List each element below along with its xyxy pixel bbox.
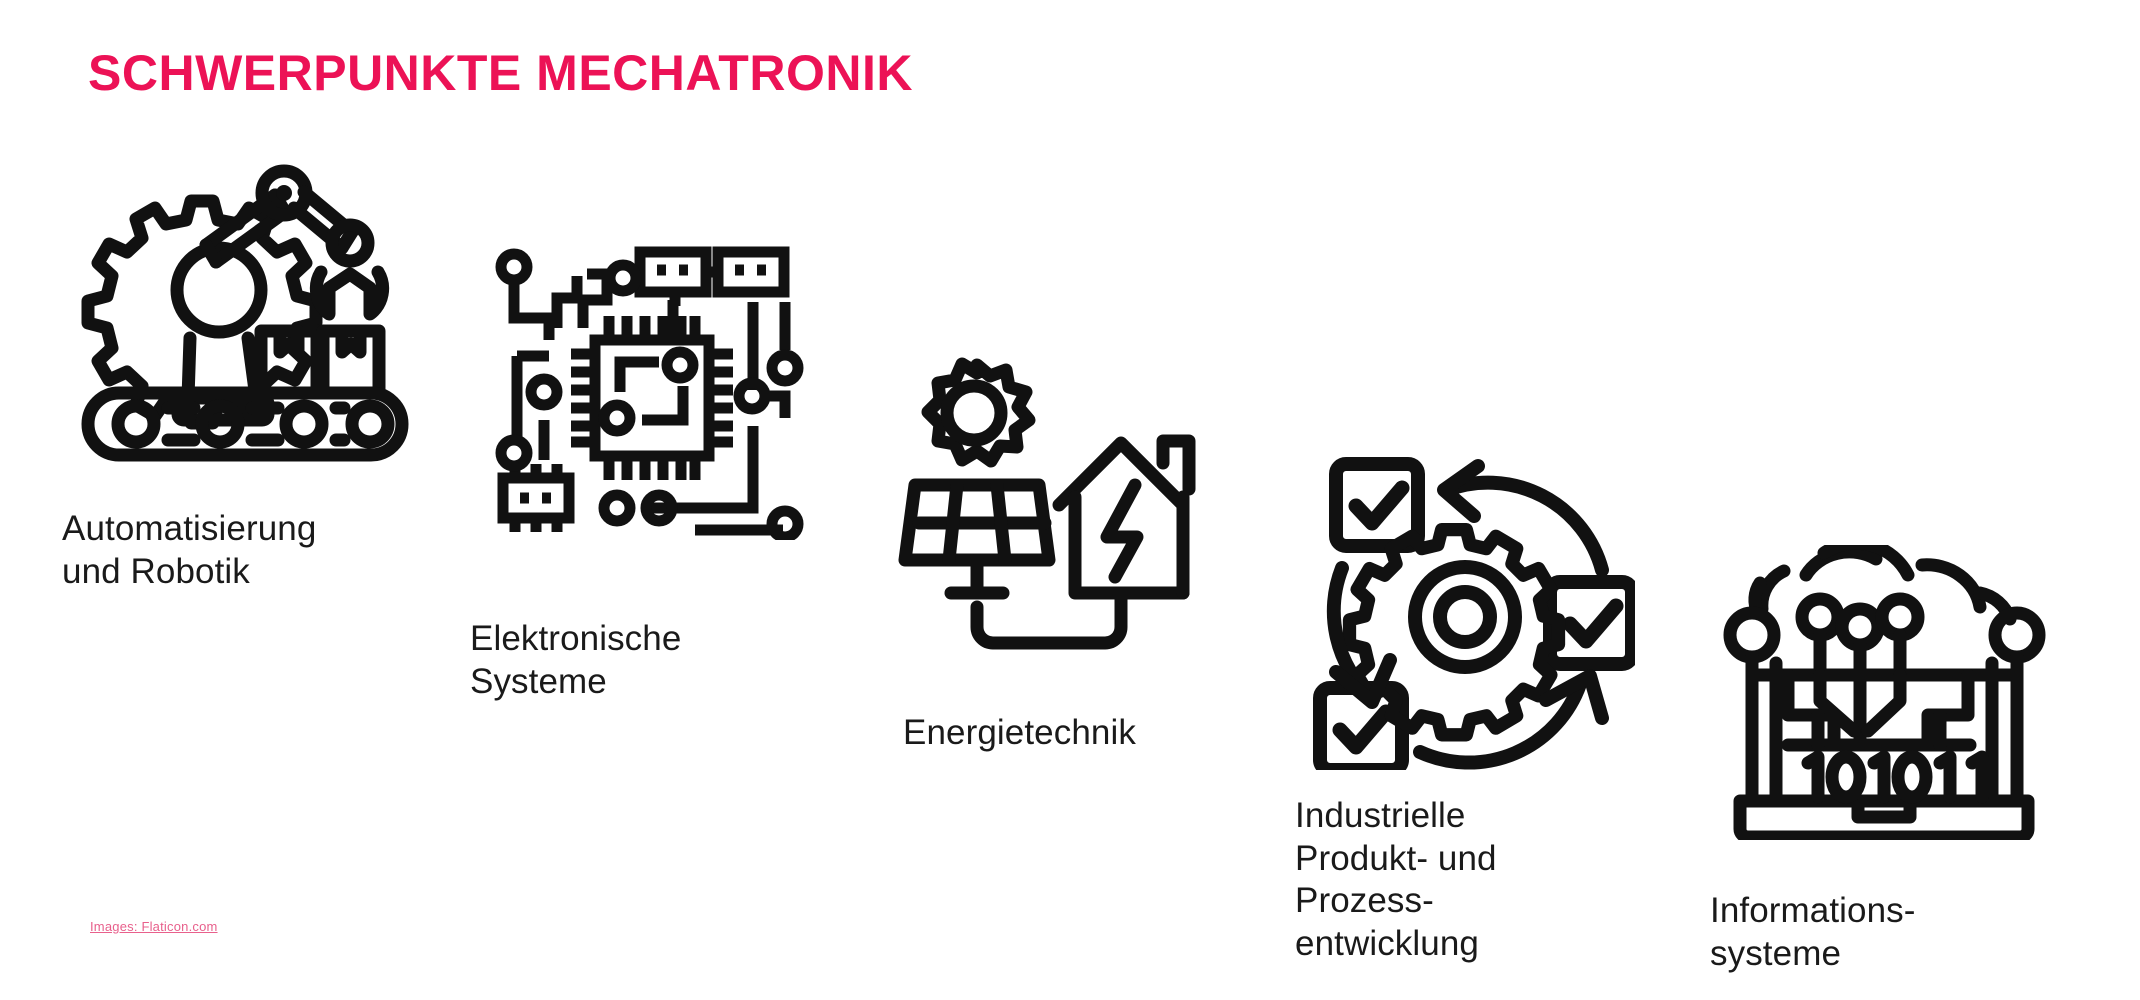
image-credit[interactable]: Images: Flaticon.com <box>90 919 218 934</box>
industrial-process-development-icon <box>1310 450 1635 770</box>
topic-label-electronic-systems: Elektronische Systeme <box>470 619 682 701</box>
topic-label-energy-technology: Energietechnik <box>903 713 1136 752</box>
page-title: SCHWERPUNKTE MECHATRONIK <box>88 45 913 101</box>
automation-robotics-icon <box>80 150 410 465</box>
information-systems-icon <box>1722 545 2047 840</box>
energy-technology-icon <box>897 345 1217 650</box>
topic-label-automation-robotics: Automatisierung und Robotik <box>62 509 317 591</box>
topic-label-industrial-development: Industrielle Produkt- und Prozess- entwi… <box>1295 796 1497 964</box>
topic-label-information-systems: Informations- systeme <box>1710 891 1916 973</box>
electronic-systems-icon <box>487 240 807 540</box>
